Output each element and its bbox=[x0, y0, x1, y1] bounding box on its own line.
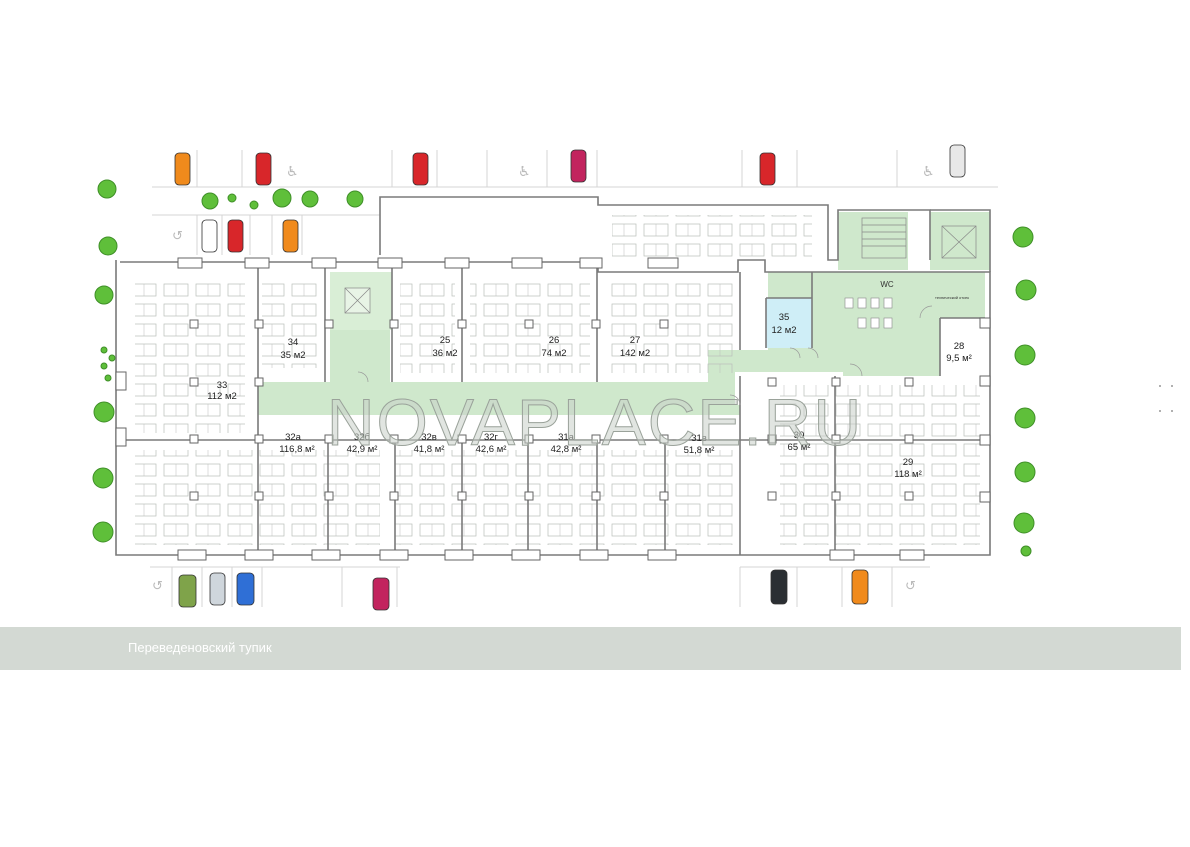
room-32a-number: 32а bbox=[285, 432, 302, 443]
car-icon bbox=[201, 219, 218, 253]
street-band: Переведеновский тупик bbox=[0, 627, 1181, 670]
room-35-highlight bbox=[766, 298, 812, 348]
wc-fixtures bbox=[844, 297, 893, 329]
room-34-number: 34 bbox=[288, 337, 299, 348]
u-turn-arrow-icon: ↺ ↺ ↺ bbox=[152, 229, 916, 594]
staircase-icon bbox=[344, 217, 907, 314]
door-arc-icon bbox=[357, 305, 933, 406]
room-30-area: 65 м² bbox=[788, 442, 811, 453]
room-27-number: 27 bbox=[630, 335, 641, 346]
car-icon bbox=[759, 152, 776, 186]
room-31v-area: 51,8 м² bbox=[684, 445, 715, 456]
room-34-area: 35 м2 bbox=[280, 350, 305, 361]
car-icon bbox=[851, 569, 869, 605]
street-name: Переведеновский тупик bbox=[128, 640, 272, 655]
room-32v-number: 32в bbox=[421, 432, 437, 443]
room-31a-area: 42,8 м² bbox=[551, 444, 582, 455]
room-35-area: 12 м2 bbox=[771, 325, 796, 336]
car-icon bbox=[178, 574, 197, 608]
car-icon bbox=[372, 577, 390, 611]
room-25-area: 36 м2 bbox=[432, 348, 457, 359]
wheelchair-icon: ♿ ♿ ♿ bbox=[286, 164, 935, 180]
room-30-number: 30 bbox=[794, 430, 805, 441]
wc-label: WC bbox=[880, 280, 894, 289]
car-icon bbox=[236, 572, 255, 606]
car-icon bbox=[174, 144, 966, 611]
car-icon bbox=[949, 144, 966, 178]
room-32b-number: 32б bbox=[354, 432, 371, 443]
technical-room-label: технический отсек bbox=[935, 295, 969, 300]
parking-bottom bbox=[150, 566, 930, 607]
room-26-number: 26 bbox=[549, 335, 560, 346]
car-icon bbox=[227, 219, 244, 253]
room-33-number: 33 bbox=[217, 380, 228, 391]
svg-text:♿: ♿ bbox=[286, 164, 299, 180]
room-28-area: 9,5 м² bbox=[946, 353, 972, 364]
room-29-area: 118 м² bbox=[894, 469, 921, 480]
room-32b-area: 42,9 м² bbox=[347, 444, 378, 455]
car-icon bbox=[209, 572, 226, 606]
room-29-number: 29 bbox=[903, 457, 914, 468]
room-27-area: 142 м2 bbox=[620, 348, 650, 359]
room-31a-number: 31а bbox=[558, 432, 575, 443]
watermark: NOVAPLACE.RU bbox=[327, 385, 863, 459]
svg-text:↺: ↺ bbox=[152, 579, 163, 594]
svg-text:↺: ↺ bbox=[172, 229, 183, 244]
room-32v-area: 41,8 м² bbox=[414, 444, 445, 455]
car-icon bbox=[255, 152, 272, 186]
room-31v-number: 31в bbox=[691, 433, 707, 444]
tree-icon bbox=[92, 179, 1037, 557]
svg-text:♿: ♿ bbox=[518, 164, 531, 180]
svg-text:289,5 м²: 289,5 м² bbox=[946, 341, 972, 364]
edge-marks bbox=[1159, 385, 1173, 412]
room-26-area: 74 м2 bbox=[541, 348, 566, 359]
car-icon bbox=[770, 569, 788, 605]
svg-text:♿: ♿ bbox=[922, 164, 935, 180]
room-25-number: 25 bbox=[440, 335, 451, 346]
car-icon bbox=[282, 219, 299, 253]
room-35-number: 35 bbox=[779, 312, 790, 323]
car-icon bbox=[412, 152, 429, 186]
car-icon bbox=[570, 149, 587, 183]
parking-top bbox=[152, 150, 998, 255]
room-28-number: 28 bbox=[954, 341, 965, 352]
elevator-icon bbox=[941, 225, 977, 259]
columns bbox=[115, 257, 991, 561]
svg-text:↺: ↺ bbox=[905, 579, 916, 594]
car-icon bbox=[174, 152, 191, 186]
room-32a-area: 116,8 м² bbox=[279, 444, 314, 455]
room-32g-area: 42,6 м² bbox=[476, 444, 507, 455]
room-32g-number: 32г bbox=[484, 432, 499, 443]
room-33-area: 112 м2 bbox=[207, 391, 237, 402]
